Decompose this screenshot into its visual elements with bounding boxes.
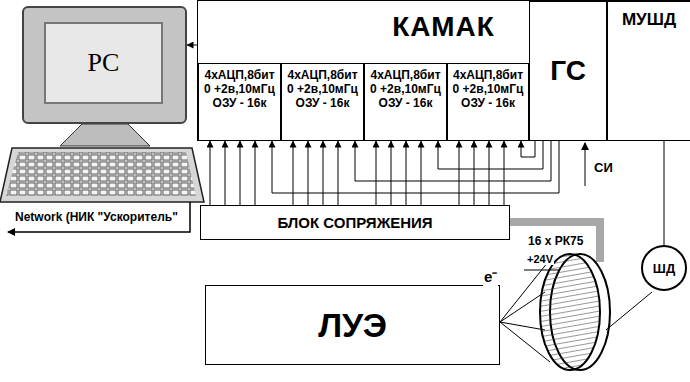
- accelerator-box: ЛУЭ: [205, 285, 500, 365]
- detector: [540, 254, 600, 370]
- adc-module: 4хАЦП,8бит 0 +2в,10мГц ОЗУ - 16к: [198, 63, 281, 141]
- interface-block: БЛОК СОПРЯЖЕНИЯ: [200, 205, 510, 240]
- signal-wire: [355, 141, 551, 181]
- monitor-stand: [60, 124, 150, 146]
- signal-wire: [406, 141, 407, 205]
- generator-module: ГС: [529, 1, 607, 141]
- adc-module: 4хАЦП,8бит 0 +2в,10мГц ОЗУ - 16к: [447, 63, 529, 141]
- signal-wire: [240, 141, 241, 205]
- adc-module-text: 4хАЦП,8бит 0 +2в,10мГц ОЗУ - 16к: [368, 68, 443, 110]
- signal-wire: [225, 141, 226, 205]
- drawing-part: [500, 322, 545, 330]
- network-line: [8, 202, 190, 232]
- generator-module-text: ГС: [550, 55, 586, 87]
- signal-wire: [338, 141, 339, 205]
- signal-wire: [421, 141, 422, 205]
- signal-label: СИ: [593, 160, 614, 175]
- signal-label: e⁻: [483, 266, 498, 286]
- adc-module: 4хАЦП,8бит 0 +2в,10мГц ОЗУ - 16к: [364, 63, 447, 141]
- signal-wire: [376, 141, 377, 205]
- adc-module-text: 4хАЦП,8бит 0 +2в,10мГц ОЗУ - 16к: [451, 68, 525, 110]
- stepper-drive-text: ШД: [653, 261, 675, 276]
- computer-monitor-text: PC: [44, 22, 163, 104]
- signal-wire: [187, 45, 197, 46]
- signal-wire: [521, 141, 535, 157]
- signal-wire: [489, 141, 490, 205]
- signal-wire: [474, 141, 475, 205]
- signal-label: Network (НИК "Ускоритель": [14, 210, 179, 224]
- controller-module-text: МУШД: [608, 10, 690, 30]
- signal-label: +24V: [526, 253, 554, 265]
- drawing-part: [500, 292, 545, 322]
- crate-box: КАМАК4хАЦП,8бит 0 +2в,10мГц ОЗУ - 16к4хА…: [197, 0, 690, 141]
- adc-module-text: 4хАЦП,8бит 0 +2в,10мГц ОЗУ - 16к: [202, 68, 277, 110]
- signal-wire: [391, 141, 392, 205]
- computer-monitor: PC: [22, 6, 187, 124]
- interface-block-text: БЛОК СОПРЯЖЕНИЯ: [277, 214, 432, 231]
- signal-wire: [272, 141, 559, 193]
- signal-label: 16 x РК75: [527, 234, 584, 248]
- adc-module-text: 4хАЦП,8бит 0 +2в,10мГц ОЗУ - 16к: [285, 68, 360, 110]
- keyboard-keys: [6, 152, 196, 196]
- accelerator-box-text: ЛУЭ: [318, 306, 387, 345]
- signal-wire: [459, 141, 460, 205]
- signal-wire: [664, 141, 665, 245]
- controller-module: МУШД: [607, 1, 690, 141]
- adc-module: 4хАЦП,8бит 0 +2в,10мГц ОЗУ - 16к: [281, 63, 364, 141]
- signal-wire: [323, 141, 324, 205]
- signal-wire: [255, 141, 256, 205]
- signal-wire: [308, 141, 309, 205]
- stepper-drive: ШД: [641, 245, 687, 291]
- signal-wire: [438, 141, 543, 169]
- signal-wire: [210, 141, 211, 205]
- keyboard: [0, 148, 204, 202]
- signal-wire: [293, 141, 294, 205]
- sync-input: [585, 143, 586, 186]
- signal-wire: [504, 141, 505, 205]
- detector-link: [606, 292, 652, 330]
